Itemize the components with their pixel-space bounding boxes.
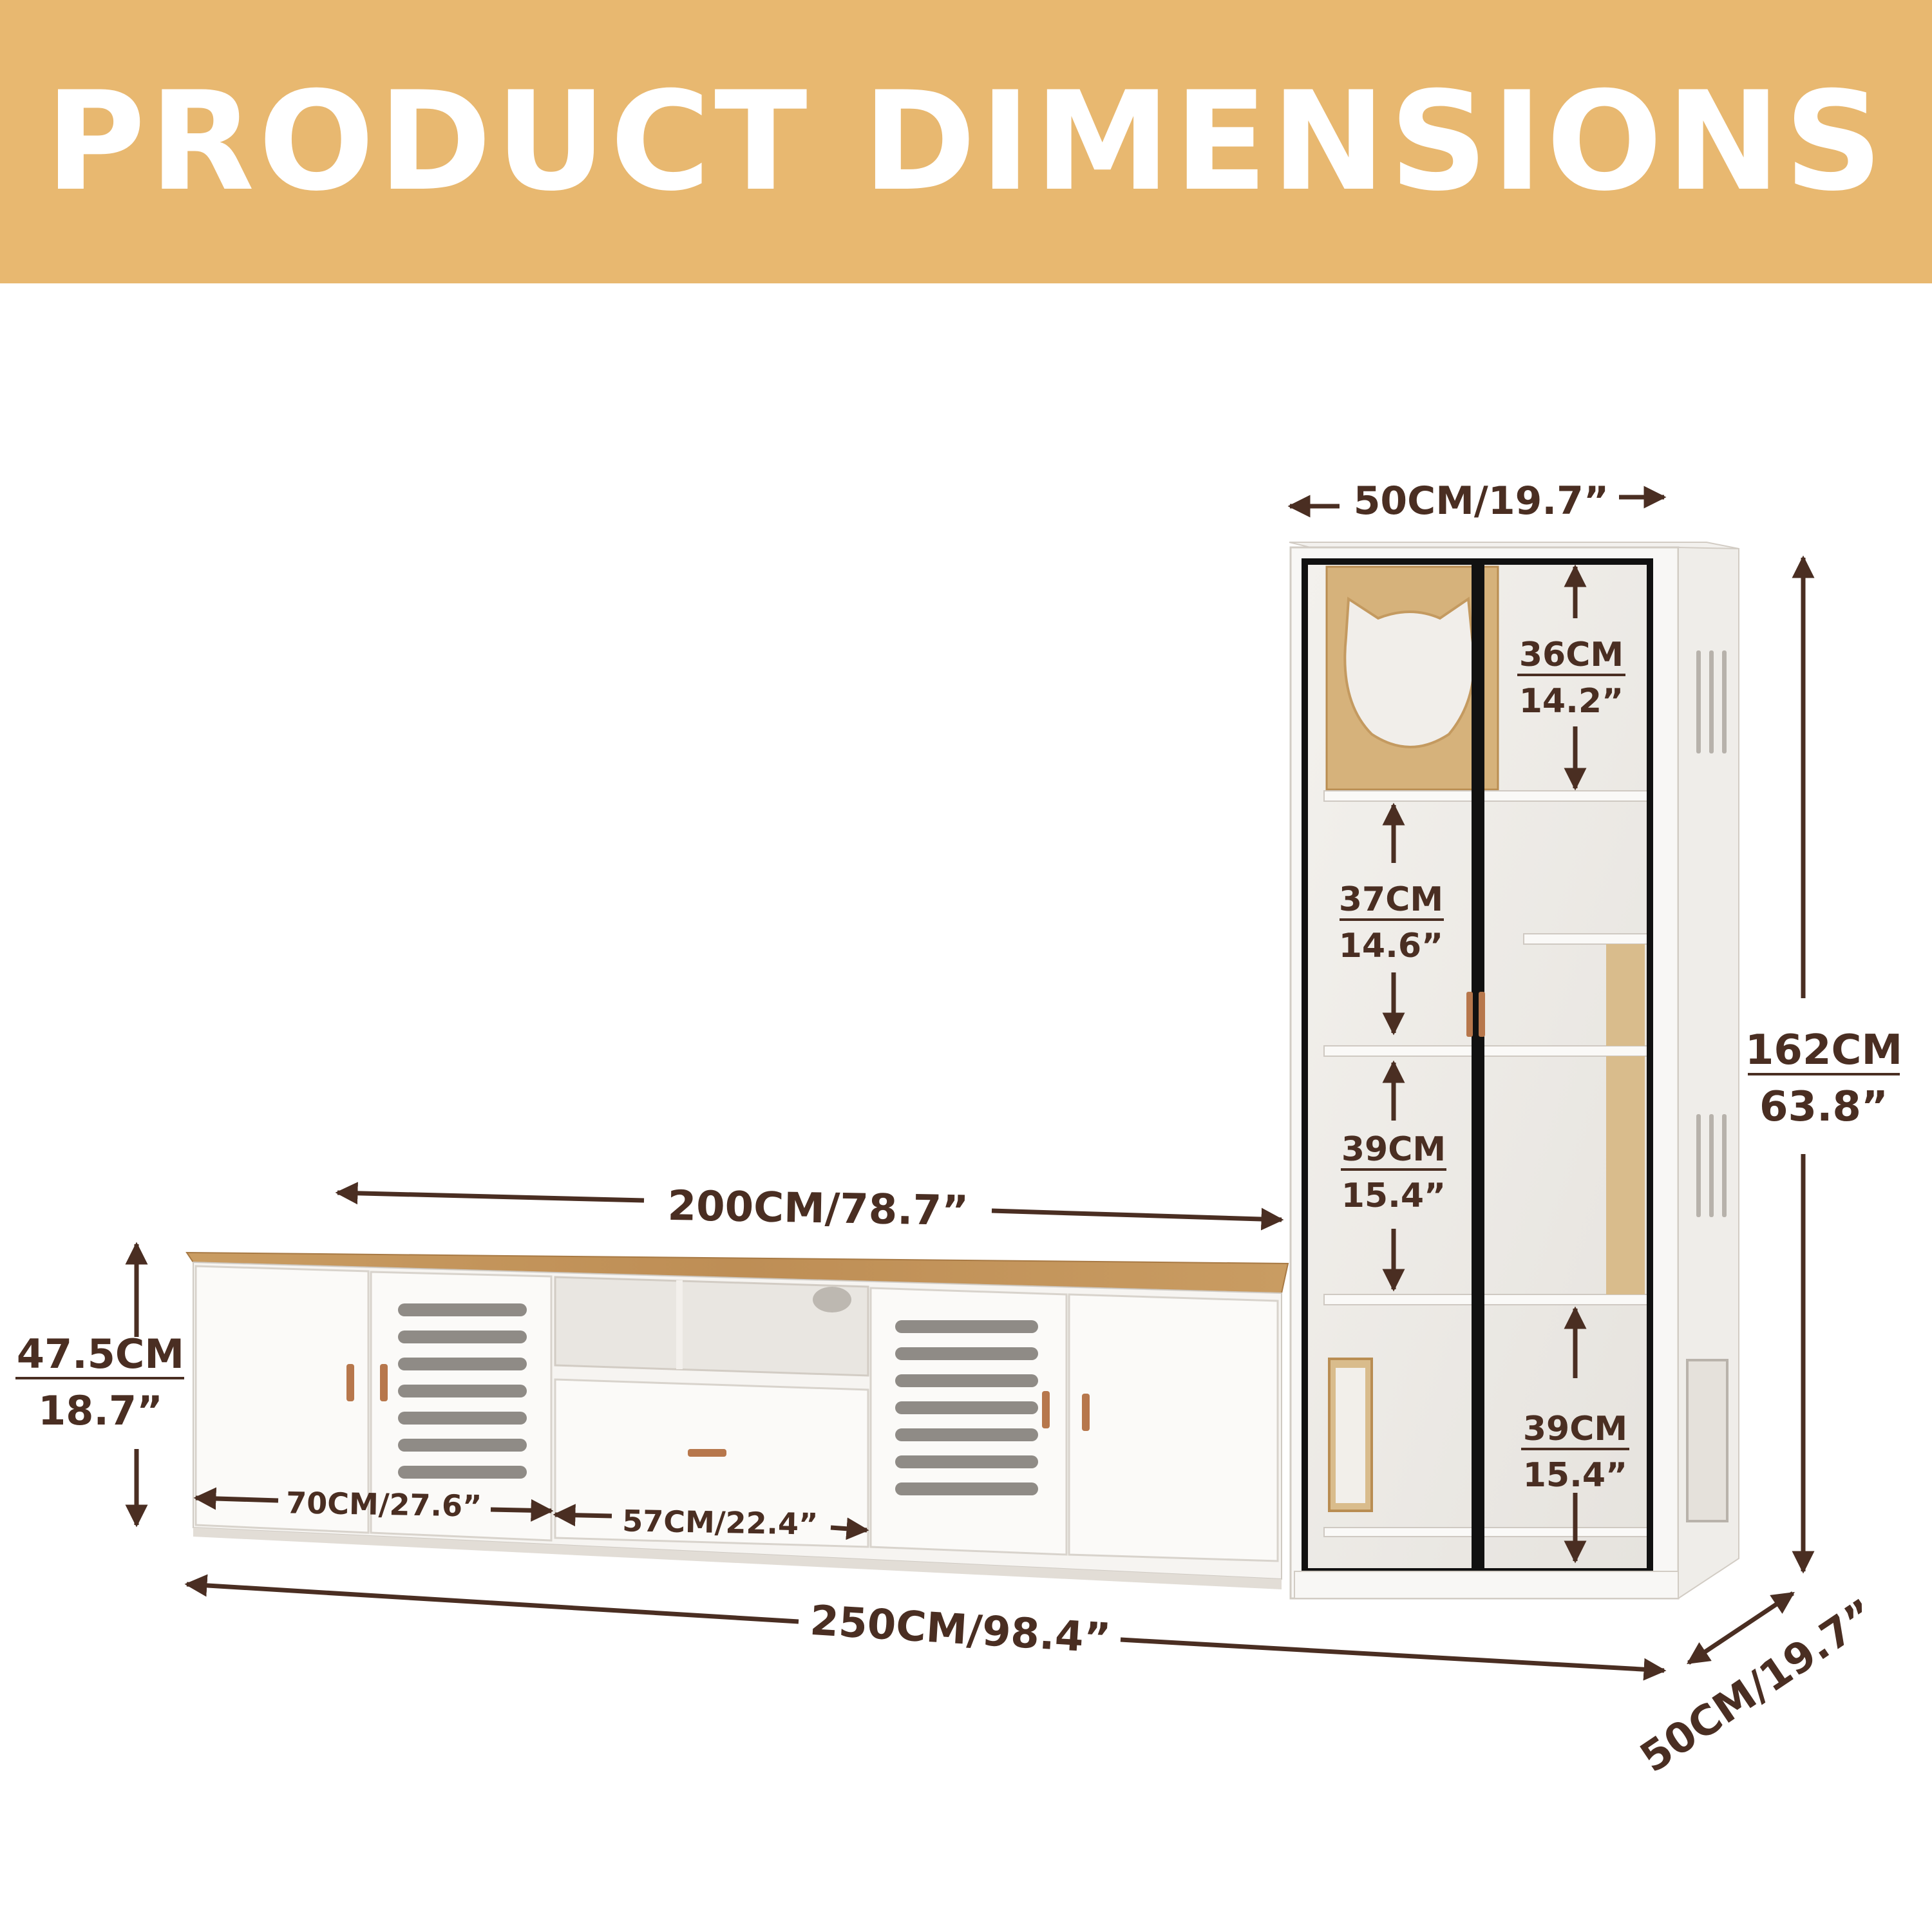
shelf1-height-in: 14.2”	[1519, 682, 1624, 721]
tv-stand-height-cm: 47.5CM	[17, 1331, 184, 1378]
shelf3-height-in: 15.4”	[1341, 1177, 1446, 1215]
door-handle	[1082, 1394, 1090, 1431]
arrow-icon	[193, 1487, 279, 1510]
scratch-post	[1606, 1056, 1645, 1294]
arrow-icon	[490, 1499, 554, 1522]
tower-height-in: 63.8”	[1759, 1083, 1888, 1131]
shelf2-height-in: 14.6”	[1339, 927, 1443, 965]
right-plain-door	[1068, 1293, 1279, 1562]
shelves	[1323, 790, 1648, 1537]
fraction-lines	[15, 674, 1900, 1450]
arrow-icon	[830, 1517, 869, 1540]
shelf2-height-cm: 37CM	[1339, 880, 1443, 919]
shelf4-height-in: 15.4”	[1523, 1456, 1627, 1495]
page-title: PRODUCT DIMENSIONS	[45, 62, 1887, 221]
louver-slats	[895, 1320, 1038, 1495]
shelf1-height-cm: 36CM	[1519, 636, 1624, 674]
arrow-icon	[1120, 1637, 1667, 1681]
tower-base	[1294, 1571, 1679, 1599]
tv-stand-height-in: 18.7”	[38, 1387, 163, 1434]
tv-stand-base	[193, 1528, 1282, 1589]
title-banner: PRODUCT DIMENSIONS	[0, 0, 1932, 283]
tv-stand	[185, 1251, 1289, 1589]
dimension-lines	[125, 486, 1815, 1681]
tower-side-panel	[1678, 546, 1739, 1600]
arrow-icon	[991, 1208, 1284, 1231]
door-handle	[380, 1364, 388, 1401]
side-cat-door	[1686, 1359, 1728, 1522]
door-handle	[1479, 992, 1485, 1037]
shelf3-height-cm: 39CM	[1341, 1130, 1446, 1169]
tower-height-cm: 162CM	[1745, 1027, 1902, 1074]
side-section-width-label: 70CM/27.6”	[286, 1485, 482, 1523]
door-handle	[1042, 1391, 1050, 1428]
cable-hole	[813, 1287, 851, 1312]
open-compartment	[554, 1276, 869, 1377]
side-vent-slots	[1696, 650, 1727, 1217]
cat-tower	[1289, 542, 1739, 1600]
tower-width-label: 50CM/19.7”	[1354, 478, 1609, 524]
middle-section-width-label: 57CM/22.4”	[622, 1503, 819, 1541]
scratch-post	[1606, 944, 1645, 1046]
door-handle	[346, 1364, 354, 1401]
overall-width-label: 250CM/98.4”	[809, 1597, 1112, 1663]
arrow-icon	[335, 1182, 645, 1205]
louver-slats	[398, 1303, 527, 1479]
cat-door-icon	[1343, 596, 1476, 748]
shelf4-height-cm: 39CM	[1523, 1410, 1627, 1448]
tv-stand-width-label: 200CM/78.7”	[667, 1182, 969, 1235]
tower-depth-label: 50CM/19.7”	[1632, 1591, 1884, 1783]
door-handle	[1466, 992, 1473, 1037]
left-plain-door	[194, 1265, 370, 1534]
compartment-divider	[676, 1280, 683, 1369]
drawer-handle	[688, 1449, 726, 1457]
arrow-icon	[553, 1504, 612, 1527]
drawer	[554, 1378, 869, 1548]
arrow-icon	[184, 1574, 799, 1624]
arrow-icon	[1687, 1591, 1795, 1665]
